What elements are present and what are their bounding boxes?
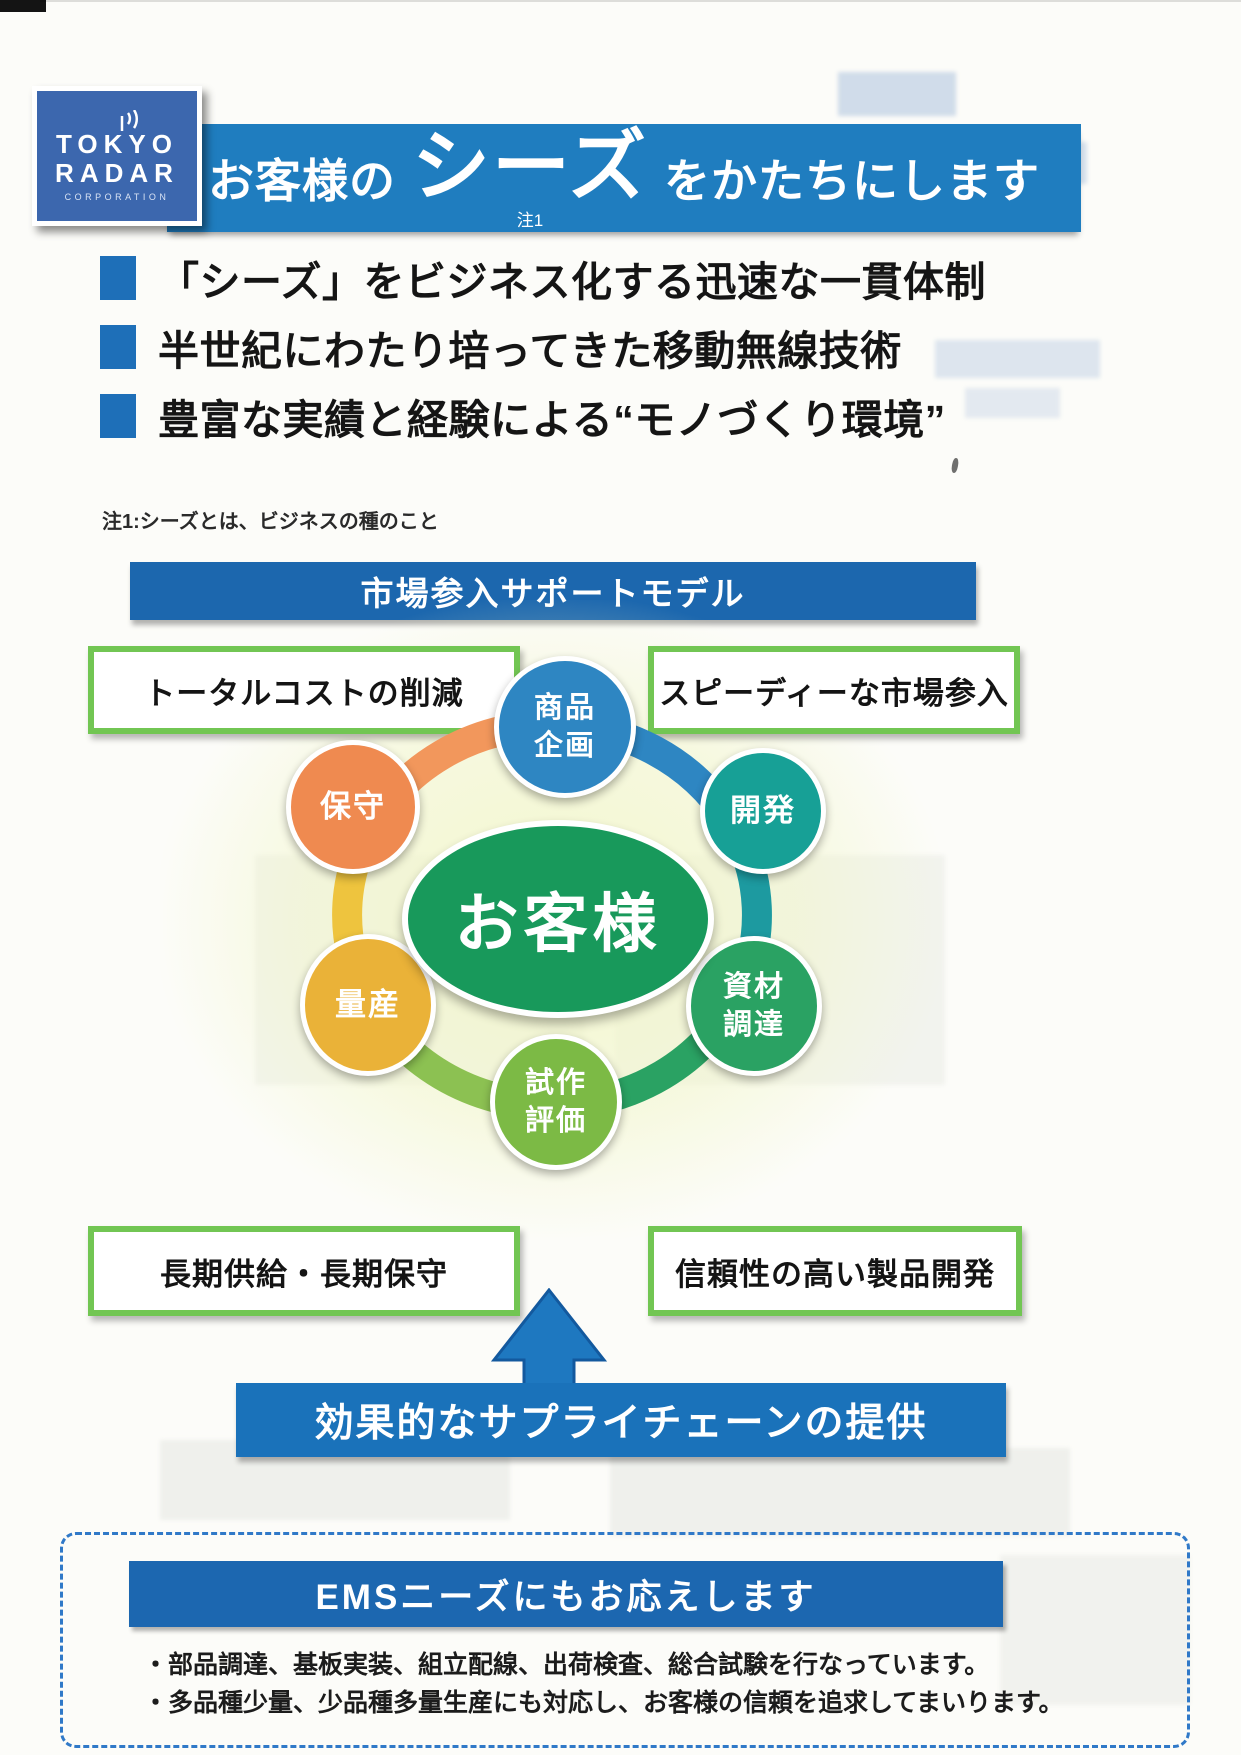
up-arrow-icon <box>490 1288 608 1388</box>
cycle-center-customer: お客様 <box>402 820 714 1018</box>
key-point: 半世紀にわたり培ってきた移動無線技術 <box>100 319 1120 375</box>
scan-artifact <box>610 1448 1070 1536</box>
node-label: 資材 <box>722 970 785 1003</box>
node-label: 調達 <box>722 1009 785 1041</box>
cycle-node-mass-production: 量産 <box>300 934 436 1076</box>
hero-highlight: シーズ <box>411 122 649 211</box>
key-point-text: 半世紀にわたり培ってきた移動無線技術 <box>158 328 902 374</box>
cycle-node-product-planning: 商品 企画 <box>494 656 636 798</box>
logo-name-top: TOKYO <box>56 129 178 160</box>
benefit-box-reliability: 信頼性の高い製品開発 <box>648 1226 1022 1316</box>
logo-name-bottom: RADAR <box>55 157 179 188</box>
ems-line: ・多品種少量、少品種多量生産にも対応し、お客様の信頼を追求してまいります。 <box>143 1688 1064 1717</box>
cycle-node-prototype-evaluation: 試作 評価 <box>490 1034 622 1170</box>
ems-line: ・部品調達、基板実装、組立配線、出荷検査、総合試験を行なっています。 <box>143 1651 990 1679</box>
key-point: 豊富な実績と経験による“モノづくり環境” <box>100 388 1120 444</box>
key-points: 「シーズ」をビジネス化する迅速な一貫体制 半世紀にわたり培ってきた移動無線技術 … <box>100 250 1120 457</box>
cycle-node-development: 開発 <box>700 748 826 874</box>
benefit-box-long-term: 長期供給・長期保守 <box>88 1226 520 1316</box>
ems-banner: EMSニーズにもお応えします <box>129 1561 1003 1627</box>
hero-note-marker: 注1 <box>516 210 544 230</box>
node-label: 商品 <box>533 691 596 724</box>
key-point-text: 豊富な実績と経験による“モノづくり環境” <box>158 397 946 443</box>
hero-highlight-wrap: シーズ 注1 <box>411 122 649 231</box>
node-label: 開発 <box>730 792 796 828</box>
key-point-text: 「シーズ」をビジネス化する迅速な一貫体制 <box>158 259 986 305</box>
ems-section: EMSニーズにもお応えします ・部品調達、基板実装、組立配線、出荷検査、総合試験… <box>60 1532 1190 1748</box>
bullet-square-icon <box>100 325 136 369</box>
hero-suffix: をかたちにします <box>664 155 1041 207</box>
tokyo-radar-logo: TOKYO RADAR CORPORATION <box>32 86 202 226</box>
ems-description: ・部品調達、基板実装、組立配線、出荷検査、総合試験を行なっています。 ・多品種少… <box>143 1647 1064 1722</box>
supply-chain-banner: 効果的なサプライチェーンの提供 <box>236 1383 1006 1457</box>
benefit-box-speedy-entry: スピーディーな市場参入 <box>648 646 1020 734</box>
benefit-box-total-cost: トータルコストの削減 <box>88 646 520 734</box>
scan-artifact <box>838 72 956 116</box>
node-label: 保守 <box>320 788 386 824</box>
radio-waves-icon <box>120 110 139 132</box>
hero-banner: お客様の シーズ 注1 をかたちにします <box>167 124 1081 232</box>
hero-prefix: お客様の <box>207 155 396 207</box>
node-label: 企画 <box>533 730 596 762</box>
cycle-node-maintenance: 保守 <box>286 740 420 874</box>
footnote: 注1:シーズとは、ビジネスの種のこと <box>102 511 439 533</box>
scan-artifact <box>40 0 1241 2</box>
node-label: 量産 <box>335 986 401 1022</box>
scan-artifact <box>950 457 960 474</box>
bullet-square-icon <box>100 256 136 300</box>
bullet-square-icon <box>100 394 136 438</box>
node-label: 評価 <box>524 1105 587 1137</box>
node-label: 試作 <box>524 1066 587 1099</box>
logo-subtitle: CORPORATION <box>64 191 170 202</box>
cycle-node-procurement: 資材 調達 <box>686 936 822 1076</box>
key-point: 「シーズ」をビジネス化する迅速な一貫体制 <box>100 250 1120 306</box>
scan-artifact <box>0 0 46 12</box>
